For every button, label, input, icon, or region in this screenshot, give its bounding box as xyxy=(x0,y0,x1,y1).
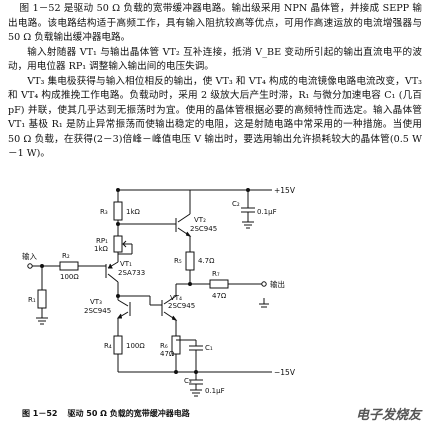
r4-label: R₄ xyxy=(104,342,112,350)
r3-label: R₃ xyxy=(100,208,108,216)
resistor-r5 xyxy=(185,251,195,271)
vt3-label: VT₃ xyxy=(90,298,102,306)
paragraph-3: VT₃ 集电极获得与输入相位相反的输出，使 VT₃ 和 VT₄ 构成的电流镜像电… xyxy=(8,75,422,160)
vt4-label: VT₄ xyxy=(170,294,182,302)
paragraph-2: 输入射随器 VT₁ 与输出晶体管 VT₂ 互补连接，抵消 V_BE 变动所引起的… xyxy=(8,46,422,73)
r6-label: R₆ xyxy=(160,342,168,350)
vt2-label: VT₂ xyxy=(194,216,206,224)
output-label: 输出 xyxy=(270,279,285,289)
c3-value: 0.1μF xyxy=(205,387,225,395)
c2-value: 0.1μF xyxy=(257,208,277,216)
resistor-r1 xyxy=(37,289,47,309)
potentiometer-rp1 xyxy=(113,235,123,253)
input-label: 输入 xyxy=(22,251,37,261)
r4-value: 100Ω xyxy=(126,342,145,350)
r2-value: 100Ω xyxy=(60,273,79,281)
vt3-part: 2SC945 xyxy=(84,307,111,315)
rp1-label: RP₁ xyxy=(96,237,108,245)
vneg-label: −15V xyxy=(274,368,296,377)
resistor-r4 xyxy=(113,335,123,355)
c1-label: C₁ xyxy=(205,344,213,352)
r2-label: R₂ xyxy=(62,252,70,260)
body-text: 图 1－52 是驱动 50 Ω 负载的宽带缓冲器电路。输出级采用 NPN 晶体管… xyxy=(8,2,422,162)
c3-label: C₃ xyxy=(184,377,192,385)
input-terminal[interactable] xyxy=(27,263,33,269)
r1-label: R₁ xyxy=(28,296,36,304)
caption-number: 图 1－52 xyxy=(22,409,58,418)
r6-value: 47Ω xyxy=(160,350,175,358)
rp1-value: 1kΩ xyxy=(94,245,109,253)
vpos-label: +15V xyxy=(274,186,296,195)
vt1-part: 2SA733 xyxy=(118,269,145,277)
vt1-label: VT₁ xyxy=(120,260,132,268)
resistor-r3 xyxy=(113,201,123,221)
caption-title: 驱动 50 Ω 负载的宽带缓冲器电路 xyxy=(67,409,190,418)
r5-value: 4.7Ω xyxy=(198,257,215,265)
output-terminal[interactable] xyxy=(261,281,267,287)
r5-label: R₅ xyxy=(174,257,182,265)
r3-value: 1kΩ xyxy=(126,208,141,216)
r7-value: 47Ω xyxy=(212,292,227,300)
watermark-logo: 电子发烧友 xyxy=(355,408,421,423)
paragraph-1: 图 1－52 是驱动 50 Ω 负载的宽带缓冲器电路。输出级采用 NPN 晶体管… xyxy=(8,3,422,43)
resistor-r2 xyxy=(59,261,79,271)
c2-label: C₂ xyxy=(232,200,240,208)
resistor-r7 xyxy=(209,279,229,289)
r7-label: R₇ xyxy=(212,270,220,278)
vt4-part: 2SC945 xyxy=(168,302,195,310)
figure-caption: 图 1－52 驱动 50 Ω 负载的宽带缓冲器电路 xyxy=(22,408,200,419)
vt2-part: 2SC945 xyxy=(190,225,217,233)
